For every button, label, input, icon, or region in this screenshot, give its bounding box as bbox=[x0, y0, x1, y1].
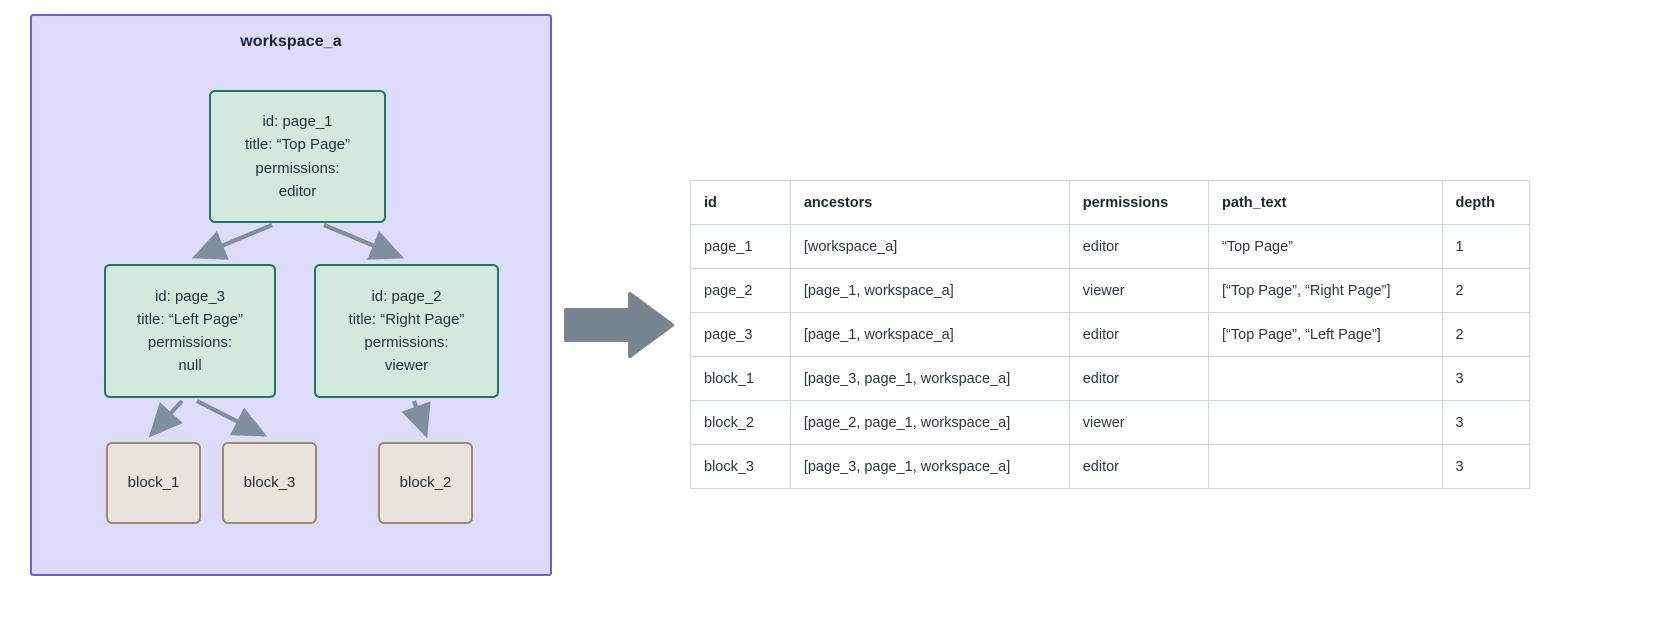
transition-arrow-icon bbox=[564, 292, 674, 358]
column-header-permissions[interactable]: permissions bbox=[1068, 180, 1210, 225]
tree-node-page_2[interactable]: id: page_2 title: “Right Page” permissio… bbox=[314, 264, 499, 398]
node-block_3-label: block_3 bbox=[243, 474, 296, 492]
node-page_1-line1: id: page_1 bbox=[262, 113, 333, 130]
table-header-row: id ancestors permissions path_text depth bbox=[690, 180, 1530, 225]
edge-page_1-to-page_2 bbox=[323, 223, 405, 260]
node-page_1-line3: permissions: bbox=[255, 159, 340, 177]
cell-id: block_1 bbox=[690, 356, 791, 401]
node-block_1-label: block_1 bbox=[127, 474, 180, 492]
cell-ancestors: [workspace_a] bbox=[789, 224, 1070, 269]
node-page_3-line2: title: “Left Page” bbox=[137, 310, 243, 328]
node-block_2-label: block_2 bbox=[399, 474, 452, 492]
cell-depth: 3 bbox=[1441, 444, 1530, 489]
table-row[interactable]: page_1 [workspace_a] editor “Top Page” 1 bbox=[690, 224, 1530, 269]
tree-node-page_1[interactable]: id: page_1 title: “Top Page” permissions… bbox=[209, 90, 386, 223]
node-page_3-line1: id: page_3 bbox=[154, 287, 226, 305]
cell-permissions: editor bbox=[1068, 444, 1210, 489]
node-page_2-line1: id: page_2 bbox=[371, 287, 442, 305]
node-page_3-line3: permissions: bbox=[147, 334, 233, 351]
cell-permissions: viewer bbox=[1068, 268, 1210, 313]
table-row[interactable]: page_2 [page_1, workspace_a] viewer [“To… bbox=[690, 268, 1530, 313]
cell-depth: 2 bbox=[1441, 268, 1530, 313]
cell-ancestors: [page_3, page_1, workspace_a] bbox=[789, 356, 1070, 401]
cell-id: page_3 bbox=[690, 312, 791, 357]
cell-permissions: editor bbox=[1068, 224, 1210, 269]
node-page_2-line4: viewer bbox=[384, 357, 429, 375]
cell-path_text: “Top Page” bbox=[1208, 224, 1443, 269]
cell-permissions: viewer bbox=[1068, 400, 1210, 445]
result-table: id ancestors permissions path_text depth… bbox=[690, 180, 1530, 489]
cell-path_text: [“Top Page”, “Right Page”] bbox=[1208, 268, 1443, 313]
cell-id: block_2 bbox=[690, 400, 791, 445]
edge-page_3-to-block_1 bbox=[148, 399, 184, 438]
table-row[interactable]: page_3 [page_1, workspace_a] editor [“To… bbox=[690, 312, 1530, 357]
column-header-depth[interactable]: depth bbox=[1441, 180, 1530, 225]
result-table-wrapper: id ancestors permissions path_text depth… bbox=[690, 180, 1530, 489]
cell-ancestors: [page_1, workspace_a] bbox=[789, 312, 1070, 357]
workspace-container: workspace_a id: page_1 title: “Top Page”… bbox=[30, 14, 552, 576]
cell-path_text: [“Top Page”, “Left Page”] bbox=[1208, 312, 1443, 357]
tree-node-block_3[interactable]: block_3 bbox=[222, 442, 317, 524]
table-row[interactable]: block_2 [page_2, page_1, workspace_a] vi… bbox=[690, 400, 1530, 445]
column-header-ancestors[interactable]: ancestors bbox=[789, 180, 1070, 225]
workspace-title: workspace_a bbox=[240, 33, 342, 50]
cell-depth: 1 bbox=[1441, 224, 1530, 269]
table-row[interactable]: block_3 [page_3, page_1, workspace_a] ed… bbox=[690, 444, 1530, 489]
cell-path_text bbox=[1208, 356, 1443, 401]
column-header-id[interactable]: id bbox=[690, 180, 791, 225]
edge-page_3-to-block_3 bbox=[196, 399, 267, 437]
cell-id: page_1 bbox=[690, 224, 791, 269]
node-page_3-line4: null bbox=[178, 357, 202, 375]
cell-depth: 3 bbox=[1441, 400, 1530, 445]
cell-permissions: editor bbox=[1068, 312, 1210, 357]
cell-depth: 2 bbox=[1441, 312, 1530, 357]
cell-depth: 3 bbox=[1441, 356, 1530, 401]
table-row[interactable]: block_1 [page_3, page_1, workspace_a] ed… bbox=[690, 356, 1530, 401]
node-page_2-line3: permissions: bbox=[364, 334, 449, 351]
cell-ancestors: [page_2, page_1, workspace_a] bbox=[789, 400, 1070, 445]
cell-path_text bbox=[1208, 444, 1443, 489]
node-page_1-line2: title: “Top Page” bbox=[244, 136, 351, 154]
cell-ancestors: [page_1, workspace_a] bbox=[789, 268, 1070, 313]
tree-node-block_1[interactable]: block_1 bbox=[106, 442, 201, 524]
cell-id: block_3 bbox=[690, 444, 791, 489]
cell-ancestors: [page_3, page_1, workspace_a] bbox=[789, 444, 1070, 489]
edge-page_1-to-page_3 bbox=[191, 223, 273, 260]
cell-id: page_2 bbox=[690, 268, 791, 313]
edge-page_2-to-block_2 bbox=[401, 400, 431, 439]
column-header-path_text[interactable]: path_text bbox=[1208, 180, 1443, 225]
tree-node-block_2[interactable]: block_2 bbox=[378, 442, 473, 524]
node-page_1-line4: editor bbox=[278, 182, 317, 200]
cell-path_text bbox=[1208, 400, 1443, 445]
cell-permissions: editor bbox=[1068, 356, 1210, 401]
node-page_2-line2: title: “Right Page” bbox=[348, 310, 465, 328]
tree-node-page_3[interactable]: id: page_3 title: “Left Page” permission… bbox=[104, 264, 276, 398]
